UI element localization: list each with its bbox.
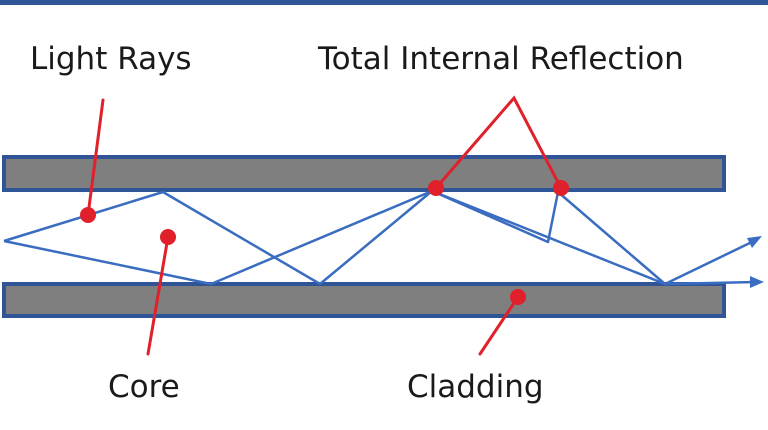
pointer-light-rays — [86, 98, 105, 217]
marker-reflection-1 — [428, 180, 444, 196]
light-rays — [3, 189, 757, 286]
marker-core — [160, 229, 176, 245]
pointer-core — [146, 235, 170, 356]
ray-arrowhead-upper — [747, 236, 762, 248]
top-border-line — [0, 0, 768, 5]
cladding-label: Cladding — [407, 369, 544, 405]
light-rays-label: Light Rays — [30, 41, 192, 77]
total-internal-reflection-label: Total Internal Reflection — [318, 41, 684, 77]
pointer-lines — [86, 95, 563, 356]
upper-cladding — [2, 155, 726, 192]
core-label: Core — [108, 369, 180, 405]
marker-cladding — [510, 289, 526, 305]
ray-arrowhead-lower — [750, 276, 764, 288]
light-ray-1 — [3, 189, 757, 286]
lower-cladding — [2, 282, 726, 318]
pointer-cladding — [478, 295, 520, 356]
markers — [80, 180, 569, 305]
marker-reflection-2 — [553, 180, 569, 196]
marker-light-ray — [80, 207, 96, 223]
pointer-total-internal-reflection — [434, 95, 563, 190]
